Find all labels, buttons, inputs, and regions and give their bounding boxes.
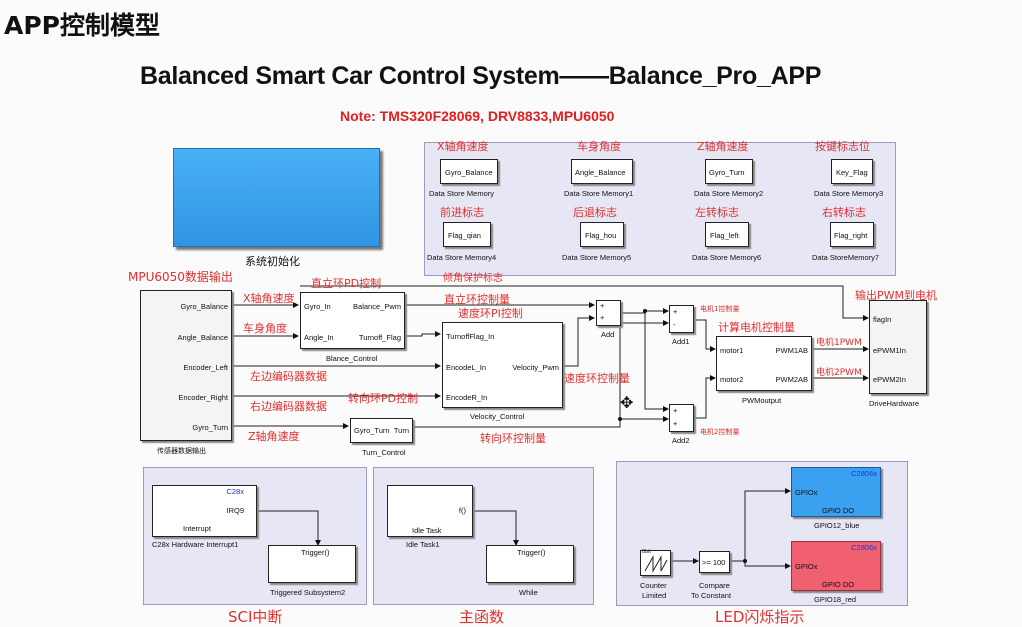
pwm-output-caption: PWMoutput [742,396,782,405]
signal-turn-out: 转向环控制量 [480,432,546,445]
turn-control-block[interactable]: Gyro_Turn Turn [350,418,413,443]
gpio-blue-caption: GPIO12_blue [814,521,860,530]
main-function-label: 主函数 [459,608,505,626]
ds-caption-2: Data Store Memory2 [694,189,764,198]
data-store-gyro-balance[interactable]: Gyro_Balance [440,159,498,184]
ds-caption-7: Data StoreMemory7 [812,253,880,262]
data-store-flag-left[interactable]: Flag_left [705,222,749,247]
data-store-flag-qian[interactable]: Flag_qian [443,222,491,247]
ds-header-0: X轴角速度 [437,140,489,153]
signal-upright-out: 直立环控制量 [444,293,510,306]
idle-task-block[interactable]: f() Idle Task [387,485,473,537]
ds-header-7: 右转标志 [822,206,866,219]
ds-caption-5: Data Store Memory5 [562,253,632,262]
sawtooth-icon [644,555,668,573]
compare-caption-2: To Constant [691,591,732,600]
signal-pwm1: 电机1PWM [816,338,862,348]
ds-header-1: 车身角度 [577,140,621,153]
signal-body-angle: 车身角度 [243,322,287,335]
ds-caption-4: Data Store Memory4 [427,253,497,262]
system-init-caption: 系统初始化 [245,255,300,268]
data-store-panel [424,142,896,276]
triggered-subsystem-block[interactable]: Trigger() [268,545,356,583]
ds-caption-0: Data Store Memory [429,189,495,198]
signal-x-rate: X轴角速度 [243,292,295,305]
signal-speed-out: 速度环控制量 [564,372,630,385]
sensor-block[interactable]: Gyro_Balance Angle_Balance Encoder_Left … [140,290,232,441]
drive-hardware-caption: DriveHardware [869,399,920,408]
ds-caption-1: Data Store Memory1 [564,189,634,198]
add1-block[interactable]: +- [669,305,694,333]
balance-header: 直立环PD控制 [311,277,382,290]
ds-header-4: 前进标志 [440,206,484,219]
signal-motor1-ctrl: 电机1控制量 [700,305,740,313]
gpio-red-caption: GPIO18_red [814,595,857,604]
led-indicator-label: LED闪烁指示 [715,608,805,626]
model-title: Balanced Smart Car Control System——Balan… [140,62,822,90]
gpio-red-block[interactable]: C2806x GPIOx GPIO DO [791,541,881,591]
counter-caption-1: Counter [640,581,667,590]
add1-caption: Add1 [672,337,690,346]
turn-header: 转向环PD控制 [348,392,419,405]
data-store-flag-hou[interactable]: Flag_hou [580,222,624,247]
gpio-blue-block[interactable]: C2806x GPIOx GPIO DO [791,467,881,517]
system-init-block[interactable] [173,148,380,247]
while-block[interactable]: Trigger() [486,545,574,583]
move-cursor-icon: ✥ [620,395,634,412]
hardware-interrupt-block[interactable]: C28x IRQ9 Interrupt [152,485,257,537]
add-caption: Add [601,330,615,339]
pwm-output-block[interactable]: motor1 motor2 PWM1AB PWM2AB [716,336,812,391]
signal-motor2-ctrl: 电机2控制量 [700,428,740,436]
balance-control-block[interactable]: Gyro_In Angle_In Balance_Pwm Turnoff_Fla… [300,292,405,349]
data-store-key-flag[interactable]: Key_Flag [831,159,873,184]
data-store-angle-balance[interactable]: Angle_Balance [571,159,633,184]
ds-header-6: 左转标志 [695,206,739,219]
ds-caption-6: Data Store Memory6 [692,253,762,262]
balance-caption: Blance_Control [326,354,378,363]
counter-limited-block[interactable]: 8bit [640,549,671,576]
signal-left-enc: 左边编码器数据 [250,370,327,383]
tilt-protect-label: 倾角保护标志 [443,273,503,284]
slide-title: APP控制模型 [4,11,160,40]
counter-caption-2: Limited [642,591,667,600]
compare-constant-block[interactable]: >= 100 [699,551,730,573]
hardware-interrupt-caption: C28x Hardware Interrupt1 [152,540,239,549]
sci-interrupt-label: SCI中断 [228,608,283,626]
data-store-flag-right[interactable]: Flag_right [830,222,874,247]
signal-to-motor: 输出PWM到电机 [855,289,938,302]
ds-header-2: Z轴角速度 [697,140,749,153]
add2-caption: Add2 [672,436,690,445]
drive-hardware-block[interactable]: flagIn ePWM1In ePWM2In [869,300,927,394]
signal-right-enc: 右边编码器数据 [250,400,327,413]
ds-header-3: 按键标志位 [815,140,870,153]
ds-header-5: 后退标志 [573,206,617,219]
velocity-header: 速度环PI控制 [458,307,523,320]
signal-calc-motor: 计算电机控制量 [718,321,795,334]
note-text: Note: TMS320F28069, DRV8833,MPU6050 [340,108,615,124]
signal-pwm2: 电机2PWM [816,368,862,378]
add-block[interactable]: ++ [596,300,621,326]
triggered-subsystem-caption: Triggered Subsystem2 [270,588,346,597]
while-caption: While [519,588,538,597]
sensor-header: MPU6050数据输出 [128,270,233,284]
turn-caption: Turn_Control [362,448,406,457]
data-store-gyro-turn[interactable]: Gyro_Turn [705,159,753,184]
idle-task-caption: Idle Task1 [406,540,440,549]
sensor-caption: 传感器数据输出 [157,447,206,455]
add2-block[interactable]: ++ [669,404,694,432]
ds-caption-3: Data Store Memory3 [814,189,884,198]
compare-caption-1: Compare [699,581,730,590]
velocity-control-block[interactable]: TurnoffFlag_In EncodeL_In EncodeR_In Vel… [442,322,563,408]
signal-z-rate: Z轴角速度 [248,430,300,443]
velocity-caption: Velocity_Control [470,412,525,421]
